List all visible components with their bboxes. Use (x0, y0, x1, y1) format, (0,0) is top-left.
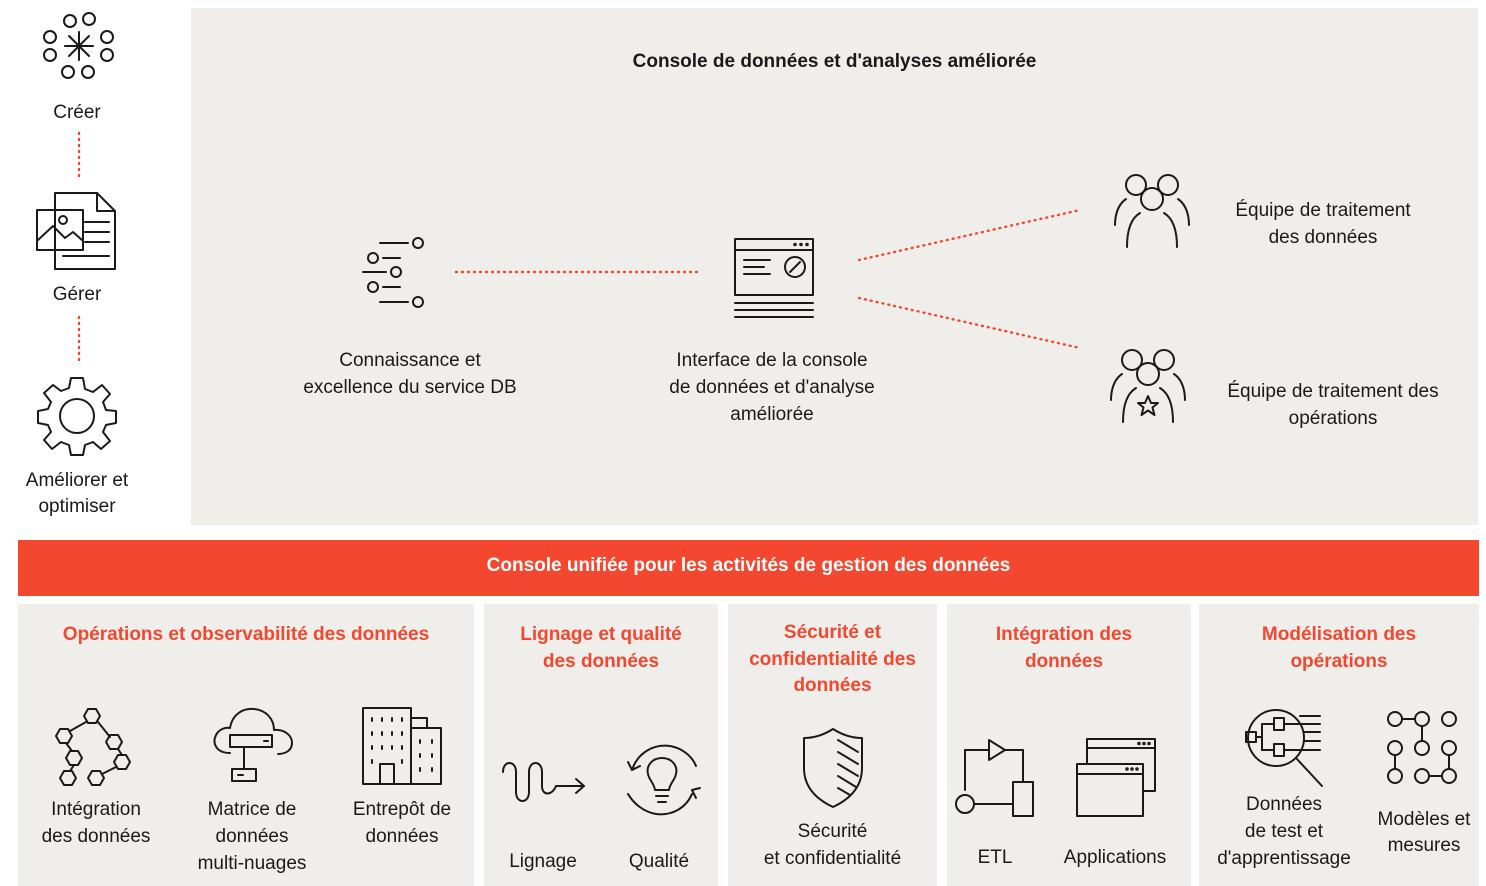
create-label: Créer (53, 102, 101, 123)
ops-observability-panel (18, 604, 474, 886)
enhanced-console-panel (191, 8, 1478, 525)
ops-observability-title: Opérations et observabilité des données (62, 624, 430, 645)
data-integration-panel (947, 604, 1191, 886)
data-warehouse-label-line1: Entrepôt de (352, 799, 452, 820)
hexagon-network-icon (55, 708, 131, 786)
connector-to-data-team (857, 208, 1082, 262)
security-privacy-panel (728, 604, 937, 886)
security-label-line1: Sécurité (797, 821, 868, 842)
improve-label-line1: Améliorer et (25, 470, 129, 491)
lineage-label: Lignage (509, 851, 577, 872)
app-windows-icon (1076, 738, 1156, 817)
data-integration-label-line2: des données (41, 826, 151, 847)
knowledge-label-line2: excellence du service DB (303, 377, 517, 398)
security-title-line1: Sécurité et (783, 622, 882, 643)
flow-connector-1 (77, 131, 81, 182)
magnifier-network-icon (1245, 709, 1323, 787)
multicloud-fabric-label-line1: Matrice de (207, 799, 297, 820)
data-team-label-line1: Équipe de traitement (1235, 200, 1411, 221)
multicloud-fabric-label-line3: multi-nuages (197, 853, 307, 874)
models-metrics-label-line1: Modèles et (1377, 809, 1471, 830)
manage-label: Gérer (52, 284, 102, 305)
etl-label: ETL (977, 847, 1013, 868)
integration-title-line2: données (1024, 651, 1104, 672)
lineage-quality-title-line2: des données (542, 651, 660, 672)
shield-icon (803, 728, 863, 808)
improve-label-line2: optimiser (38, 496, 116, 517)
lineage-arrow-icon (502, 762, 585, 802)
console-window-icon (734, 238, 814, 318)
interface-label-line2: de données et d'analyse (669, 377, 875, 398)
security-title-line2: confidentialité des (749, 649, 916, 670)
quality-label: Qualité (628, 851, 690, 872)
test-data-label-line2: de test et (1244, 821, 1324, 842)
knowledge-label-line1: Connaissance et (339, 350, 481, 371)
unified-console-title: Console unifiée pour les activités de ge… (486, 555, 1011, 576)
lightbulb-refresh-icon (627, 744, 701, 816)
connector-to-ops-team (857, 296, 1082, 350)
security-title-line3: données (793, 675, 872, 696)
ops-team-label-line1: Équipe de traitement des (1227, 381, 1439, 402)
unified-console-banner (18, 540, 1479, 596)
test-data-label-line3: d'apprentissage (1217, 848, 1351, 869)
data-team-label-line2: des données (1268, 227, 1378, 248)
models-metrics-label-line2: mesures (1387, 835, 1461, 856)
sliders-icon (362, 237, 424, 308)
data-team-icon (1114, 174, 1190, 248)
applications-label: Applications (1063, 847, 1167, 868)
connector-knowledge-interface (454, 270, 700, 274)
ops-team-icon (1110, 349, 1186, 423)
data-integration-label-line1: Intégration (51, 799, 141, 820)
gear-icon (37, 377, 117, 456)
test-data-label-line1: Données (1245, 794, 1323, 815)
etl-flow-icon (955, 739, 1034, 817)
security-label-line2: et confidentialité (763, 848, 902, 869)
operations-modeling-panel (1199, 604, 1479, 886)
flow-connector-2 (77, 315, 81, 366)
interface-label-line3: améliorée (730, 404, 814, 425)
lineage-quality-title-line1: Lignage et qualité (520, 624, 682, 645)
data-warehouse-label-line2: données (365, 826, 439, 847)
create-cluster-icon (43, 12, 114, 79)
lineage-quality-panel (484, 604, 718, 886)
building-icon (362, 707, 442, 785)
document-image-icon (36, 192, 116, 270)
integration-title-line1: Intégration des (995, 624, 1133, 645)
modeling-title-line1: Modélisation des (1261, 624, 1417, 645)
interface-label-line1: Interface de la console (676, 350, 868, 371)
enhanced-console-title: Console de données et d'analyses amélior… (632, 51, 1037, 72)
multicloud-fabric-label-line2: données (215, 826, 289, 847)
cloud-server-icon (213, 707, 293, 782)
modeling-title-line2: opérations (1290, 651, 1388, 672)
node-grid-icon (1387, 711, 1457, 784)
ops-team-label-line2: opérations (1288, 408, 1378, 429)
